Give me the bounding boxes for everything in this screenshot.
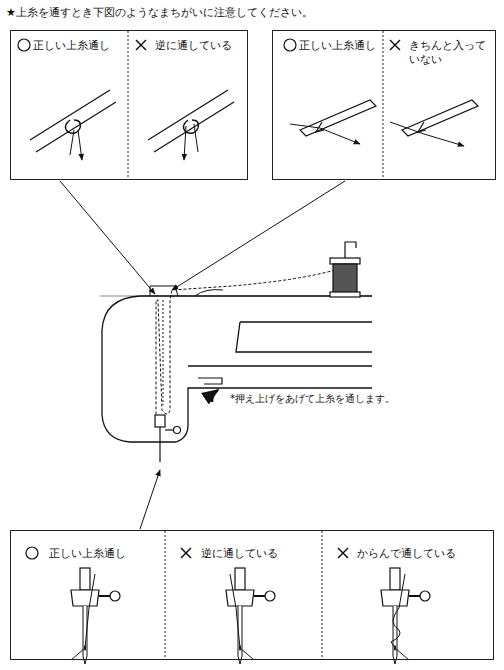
thread-guide: [290, 100, 376, 144]
sewing-machine: [100, 286, 372, 442]
needle-clamp: [155, 415, 181, 462]
lever-arrow: [198, 378, 222, 402]
spool: [330, 242, 360, 297]
divider: [165, 531, 166, 659]
check-mark: [18, 39, 30, 51]
panel-caption: きちんと入って いない: [409, 39, 493, 68]
cross-mark: [136, 40, 146, 50]
needle-drawing: [226, 568, 275, 664]
divider: [128, 31, 129, 179]
cross-mark: [181, 548, 191, 558]
thread-guide: [148, 90, 234, 160]
leader-arrow: [60, 181, 345, 529]
panel-caption: からんで通している: [357, 547, 487, 561]
divider: [322, 531, 323, 659]
title: ★上糸を通すとき下図のようなまちがいに注意してください。: [6, 6, 313, 20]
panel-caption: 正しい上糸通し: [299, 39, 395, 53]
example-panel: 正しい上糸通し 逆に通している からんで通している: [10, 530, 494, 660]
cross-mark: [390, 40, 400, 50]
needle-drawing: [381, 568, 430, 664]
divider: [383, 31, 384, 179]
note: *押え上げをあげて上糸を通します。: [230, 392, 395, 405]
panel-caption: 正しい上糸通し: [49, 547, 159, 561]
needle-drawing: [71, 568, 120, 664]
check-mark: [284, 39, 296, 51]
panel-caption: 正しい上糸通し: [33, 39, 129, 53]
cross-mark: [338, 548, 348, 558]
check-mark: [26, 547, 38, 559]
panel-caption: 逆に通している: [155, 39, 245, 53]
panel-caption: 逆に通している: [201, 547, 321, 561]
example-panel: 正しい上糸通しきちんと入って いない: [272, 30, 496, 180]
thread-guide: [30, 90, 116, 160]
thread-guide: [390, 100, 478, 146]
example-panel: 正しい上糸通し 逆に通している: [10, 30, 248, 180]
